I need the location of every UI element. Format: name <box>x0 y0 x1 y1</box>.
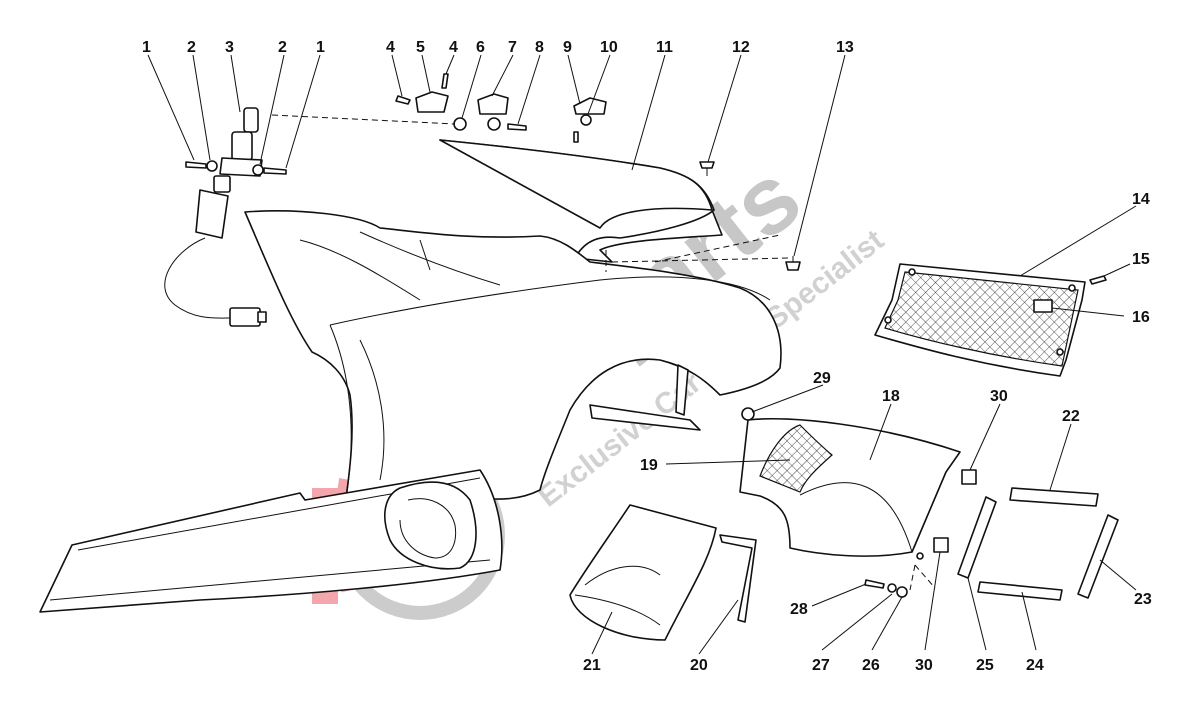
part-lower-duct <box>569 504 757 641</box>
part-inner-duct <box>739 407 961 560</box>
callout-16: 16 <box>1132 309 1150 326</box>
callout-8: 8 <box>535 39 544 56</box>
part-upper-scoop <box>439 139 723 263</box>
part-side-sill <box>39 469 503 613</box>
callout-5: 5 <box>416 39 425 56</box>
callout-30: 30 <box>990 388 1008 405</box>
callout-1: 1 <box>142 39 151 56</box>
callout-11: 11 <box>656 39 673 56</box>
part-sensor-cable <box>164 107 267 327</box>
part-brackets-top <box>395 73 607 143</box>
callout-7: 7 <box>508 39 517 56</box>
part-rear-fender <box>244 210 782 513</box>
callout-1: 1 <box>316 39 325 56</box>
callout-26: 26 <box>862 657 880 674</box>
callout-2: 2 <box>187 39 196 56</box>
callout-24: 24 <box>1026 657 1044 674</box>
part-fasteners-right <box>699 161 801 271</box>
callout-22: 22 <box>1062 408 1080 425</box>
callout-18: 18 <box>882 388 900 405</box>
part-mesh-grille <box>874 263 1107 377</box>
callout-23: 23 <box>1134 591 1152 608</box>
callout-19: 19 <box>640 457 658 474</box>
callout-2: 2 <box>278 39 287 56</box>
callout-12: 12 <box>732 39 750 56</box>
callout-9: 9 <box>563 39 572 56</box>
callout-30: 30 <box>915 657 933 674</box>
callout-labels: 1 2 3 2 1 4 5 4 6 7 8 9 10 11 12 13 14 1… <box>142 39 1152 674</box>
callout-27: 27 <box>812 657 830 674</box>
callout-13: 13 <box>836 39 854 56</box>
callout-4: 4 <box>386 39 395 56</box>
assembly-lines <box>271 114 936 591</box>
part-seal-strips <box>957 487 1119 601</box>
part-clips-washers <box>864 469 977 598</box>
part-screws-left <box>185 160 287 176</box>
callout-6: 6 <box>476 39 485 56</box>
callout-14: 14 <box>1132 191 1150 208</box>
leader-lines <box>147 54 1137 655</box>
callout-29: 29 <box>813 370 831 387</box>
callout-21: 21 <box>583 657 601 674</box>
callout-28: 28 <box>790 601 808 618</box>
callout-20: 20 <box>690 657 708 674</box>
callout-10: 10 <box>600 39 618 56</box>
callout-25: 25 <box>976 657 994 674</box>
callout-3: 3 <box>225 39 234 56</box>
callout-4: 4 <box>449 39 458 56</box>
callout-15: 15 <box>1132 251 1150 268</box>
